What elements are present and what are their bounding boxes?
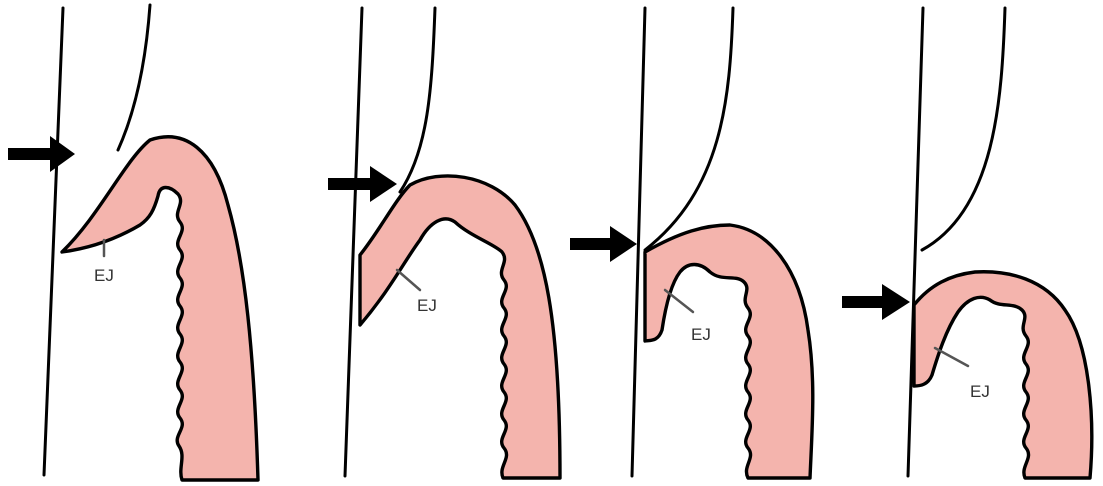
panel-3: EJ bbox=[570, 8, 813, 478]
panel-2: EJ bbox=[328, 8, 560, 478]
ej-label: EJ bbox=[94, 266, 114, 285]
tooth-surface-line bbox=[908, 8, 923, 476]
enamel-outline bbox=[118, 5, 150, 150]
ej-label: EJ bbox=[691, 325, 711, 344]
enamel-outline bbox=[922, 8, 1005, 250]
ej-leader-line bbox=[935, 348, 968, 366]
gingiva-tissue bbox=[645, 225, 813, 478]
arrow-icon bbox=[328, 166, 397, 202]
enamel-outline bbox=[400, 8, 435, 192]
tooth-surface-line bbox=[345, 8, 362, 476]
enamel-outline bbox=[645, 8, 733, 250]
arrow-icon bbox=[8, 136, 75, 172]
ej-leader-line bbox=[397, 270, 420, 290]
gingiva-tissue bbox=[360, 176, 560, 478]
arrow-icon bbox=[842, 284, 910, 320]
tooth-surface-line bbox=[44, 8, 63, 475]
gingiva-tissue bbox=[62, 137, 258, 480]
panel-4: EJ bbox=[842, 8, 1092, 478]
ej-label: EJ bbox=[417, 296, 437, 315]
gingiva-tissue bbox=[914, 272, 1092, 478]
panel-1: EJ bbox=[8, 5, 258, 480]
ej-label: EJ bbox=[970, 382, 990, 401]
arrow-icon bbox=[570, 226, 637, 262]
